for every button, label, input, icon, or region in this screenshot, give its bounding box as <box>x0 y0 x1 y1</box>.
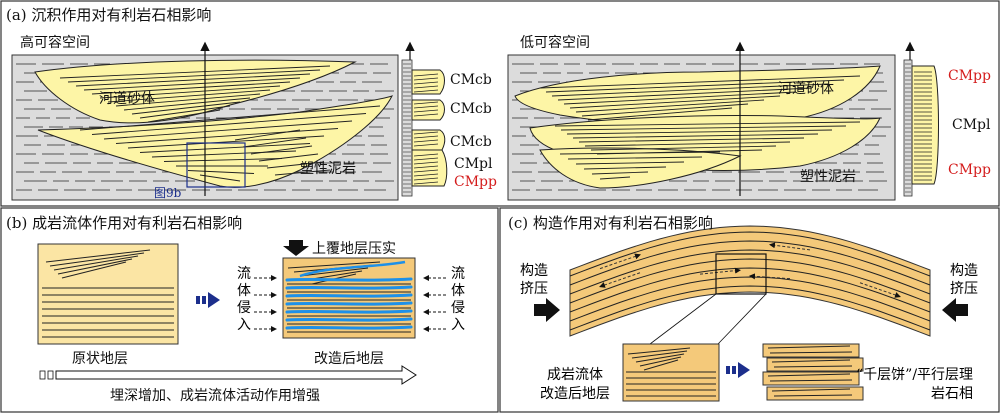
layered-cake-block <box>762 343 864 401</box>
original-strata-block <box>37 243 179 345</box>
column-left-label-4: CMpl <box>454 156 493 172</box>
compaction-label: 上覆地层压实 <box>312 241 396 257</box>
modified-strata-label: 改造后地层 <box>314 351 384 367</box>
transform-arrow-b <box>196 292 220 308</box>
column-left-label-5: CMpp <box>454 174 497 190</box>
panel-a-title: (a) 沉积作用对有利岩石相影响 <box>6 6 212 24</box>
fluid-left-label: 流 体 侵 入 <box>237 266 251 333</box>
compaction-arrow <box>283 240 309 256</box>
column-left-label-3: CMcb <box>450 134 492 150</box>
modified-strata-label-c: 成岩流体 改造后地层 <box>540 367 610 402</box>
original-strata-label: 原状地层 <box>72 351 128 367</box>
column-right-label-1: CMpp <box>948 68 991 84</box>
burial-arrow <box>39 365 417 385</box>
panel-c-frame <box>499 207 1000 413</box>
mudstone-label-right: 塑性泥岩 <box>800 169 856 185</box>
zoom-box <box>715 253 767 295</box>
lithology-column-left <box>401 41 448 197</box>
fluid-right-label: 流 体 侵 入 <box>451 266 465 333</box>
panel-a-right-subtitle: 低可容空间 <box>520 35 590 51</box>
compression-left-label: 构造 挤压 <box>520 263 548 297</box>
column-left-label-1: CMcb <box>450 72 492 88</box>
mudstone-label-left: 塑性泥岩 <box>300 161 356 177</box>
result-label-c: “千层饼”/平行层理 岩石相 <box>856 367 974 402</box>
burial-label: 埋深增加、成岩流体活动作用增强 <box>110 388 320 404</box>
fig9b-box <box>186 142 246 188</box>
compression-arrow-right <box>942 298 968 322</box>
compression-right-label: 构造 挤压 <box>950 263 978 297</box>
lithology-column-right <box>903 41 939 197</box>
channel-sand-label-right: 河道砂体 <box>778 81 834 97</box>
channel-sand-label-left: 河道砂体 <box>99 91 155 107</box>
panel-b-title: (b) 成岩流体作用对有利岩石相影响 <box>6 214 243 232</box>
panel-c-section <box>534 225 968 402</box>
panel-c-title: (c) 构造作用对有利岩石相影响 <box>508 214 713 232</box>
cross-bedding-lower <box>79 105 381 182</box>
folded-layers <box>569 225 931 337</box>
zoom-line-left <box>649 293 717 345</box>
column-right-label-2: CMpl <box>952 117 991 133</box>
zoom-line-right <box>717 293 767 345</box>
fluid-intrusion-arrows <box>254 275 446 332</box>
column-right-label-3: CMpp <box>948 162 991 178</box>
fig9b-label: 图9b <box>154 186 182 200</box>
panel-a-left-section <box>11 41 448 201</box>
panel-b-section <box>37 240 446 385</box>
panel-a-frame <box>0 0 1000 207</box>
panel-a-left-subtitle: 高可容空间 <box>20 35 90 51</box>
panel-a-right-section <box>507 41 939 201</box>
panel-b-frame <box>0 207 499 413</box>
compression-arrow-left <box>534 298 560 322</box>
cross-bedding-upper <box>59 65 331 123</box>
transform-arrow-c <box>726 362 750 378</box>
column-left-label-2: CMcb <box>450 101 492 117</box>
